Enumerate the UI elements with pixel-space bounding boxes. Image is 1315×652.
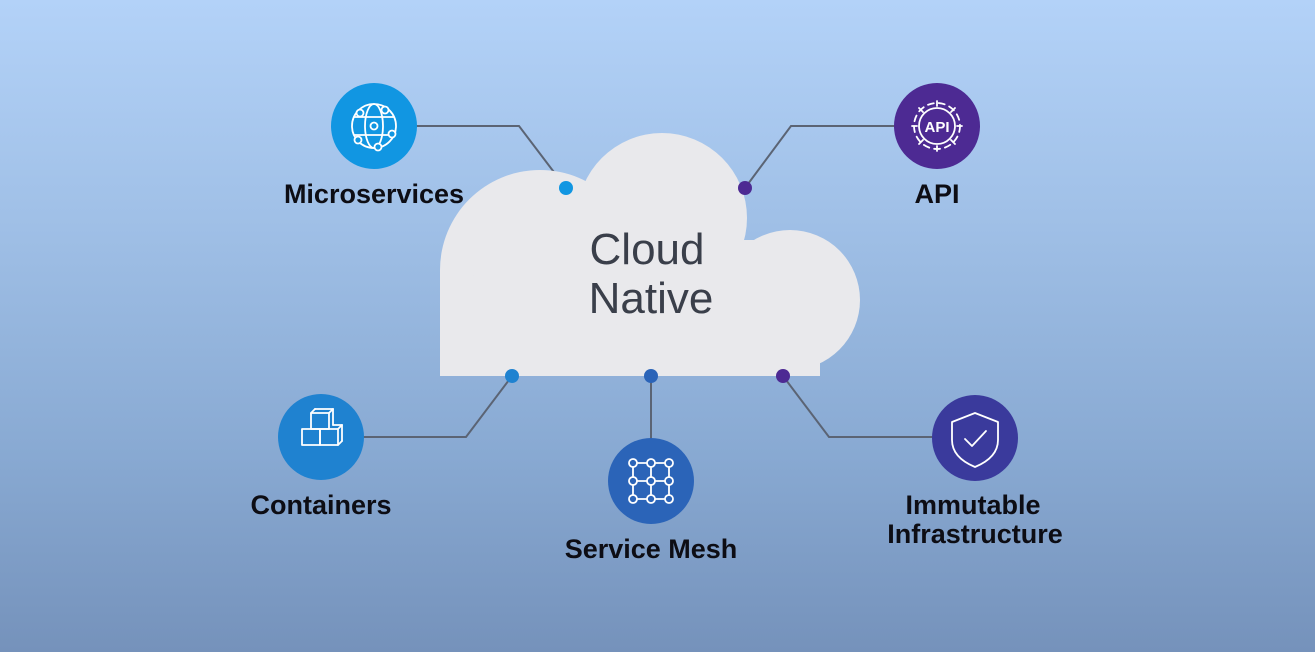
cloud-title-line1: Cloud: [590, 225, 705, 274]
connector-microservices: [415, 125, 567, 189]
connection-dot-microservices: [559, 181, 573, 195]
api-gear-icon: [911, 100, 963, 152]
node-label-service-mesh: Service Mesh: [565, 534, 738, 564]
network-globe-icon: [351, 103, 397, 152]
node-badge-api: [894, 83, 980, 169]
node-label-immutable-line2: Infrastructure: [887, 519, 1063, 549]
cloud-title-line2: Native: [589, 274, 714, 323]
node-api: API API: [894, 83, 980, 209]
connection-dot-containers: [505, 369, 519, 383]
node-label-containers: Containers: [250, 490, 391, 520]
api-icon-text: API: [924, 119, 949, 136]
node-badge-containers: [278, 394, 364, 480]
connection-dot-api: [738, 181, 752, 195]
cubes-icon: [301, 408, 343, 446]
node-containers: Containers: [250, 394, 392, 520]
connector-containers: [363, 375, 513, 438]
connection-dot-service-mesh: [644, 369, 658, 383]
shield-check-icon: [951, 412, 999, 468]
node-immutable-infrastructure: Immutable Infrastructure: [887, 395, 1063, 549]
mesh-grid-icon: [628, 458, 674, 504]
connector-immutable-infrastructure: [782, 375, 934, 438]
cloud-shape: [440, 133, 860, 376]
node-label-microservices: Microservices: [284, 179, 464, 209]
node-microservices: Microservices: [284, 83, 464, 209]
node-service-mesh: Service Mesh: [565, 438, 738, 564]
node-badge-immutable-infrastructure: [932, 395, 1018, 481]
node-label-api: API: [914, 179, 959, 209]
node-label-immutable-line1: Immutable: [905, 490, 1040, 520]
connector-api: [744, 125, 896, 189]
connection-dot-immutable-infrastructure: [776, 369, 790, 383]
